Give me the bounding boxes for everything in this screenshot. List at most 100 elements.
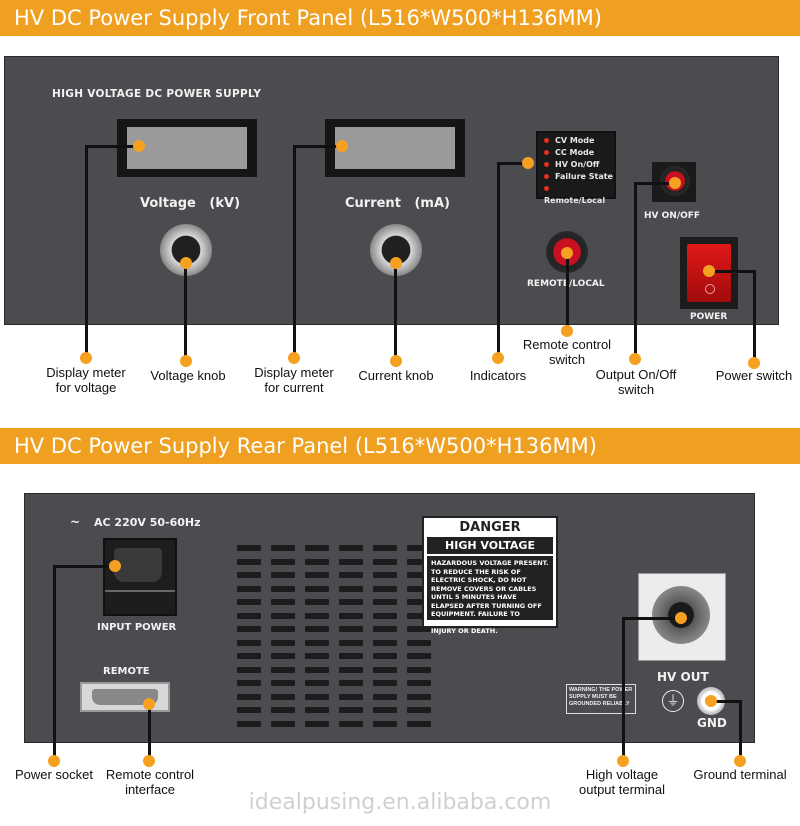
vent-slot — [237, 680, 261, 686]
vent-slot — [305, 666, 329, 673]
vent-slot — [373, 545, 397, 551]
vent-slot — [305, 612, 329, 619]
danger-label: DANGER HIGH VOLTAGE HAZARDOUS VOLTAGE PR… — [422, 516, 558, 635]
vent-slot — [237, 653, 261, 659]
vent-slot — [339, 558, 363, 565]
vent-slot — [271, 599, 295, 605]
callout-current-knob: Current knob — [358, 368, 434, 383]
vent-slot — [407, 707, 431, 713]
vent-slot — [305, 599, 329, 605]
vent-slot — [407, 558, 431, 565]
vent-slot — [373, 572, 397, 578]
vent-slot — [339, 707, 363, 713]
vent-slot — [237, 572, 261, 578]
vent-slot — [271, 626, 295, 632]
vent-slot — [237, 720, 261, 727]
vent-slot — [271, 693, 295, 700]
vent-slot — [407, 639, 431, 646]
vent-slot — [373, 599, 397, 605]
vent-slot — [407, 626, 431, 632]
power-socket[interactable] — [103, 538, 177, 616]
vent-slot — [237, 585, 261, 592]
vent-slot — [407, 599, 431, 605]
vent-slot — [339, 572, 363, 578]
vent-slot — [271, 653, 295, 659]
vent-slot — [237, 693, 261, 700]
vent-slot — [407, 572, 431, 578]
current-label: Current (mA) — [345, 196, 450, 211]
vent-slot — [271, 720, 295, 727]
vent-slot — [237, 558, 261, 565]
danger-title: DANGER — [427, 520, 553, 535]
vent-slot — [237, 639, 261, 646]
indicator-panel: CV Mode CC Mode HV On/Off Failure State … — [536, 131, 616, 205]
vent-slot — [271, 558, 295, 565]
vent-slot — [407, 612, 431, 619]
rear-banner-title: HV DC Power Supply Rear Panel (L516*W500… — [0, 428, 800, 464]
voltage-label: Voltage (kV) — [140, 196, 241, 211]
power-label: POWER — [690, 312, 728, 322]
vent-slot — [373, 666, 397, 673]
vent-slot — [339, 585, 363, 592]
vent-slot — [271, 585, 295, 592]
callout-indicators: Indicators — [469, 368, 527, 383]
vent-slot — [305, 626, 329, 632]
vent-slot — [373, 680, 397, 686]
vent-slot — [407, 680, 431, 686]
vent-slot — [339, 545, 363, 551]
vent-slot — [305, 653, 329, 659]
vent-slot — [407, 653, 431, 659]
vent-slot — [305, 545, 329, 551]
vent-slot — [407, 585, 431, 592]
vent-slot — [271, 680, 295, 686]
vent-slot — [339, 612, 363, 619]
vent-slot — [237, 599, 261, 605]
callout-voltage-knob: Voltage knob — [150, 368, 226, 383]
front-panel-title: HIGH VOLTAGE DC POWER SUPPLY — [52, 88, 262, 100]
remote-interface[interactable] — [80, 682, 170, 712]
vent-slot — [373, 653, 397, 659]
gnd-label: GND — [697, 716, 727, 730]
vent-slot — [339, 666, 363, 673]
vent-slot — [305, 720, 329, 727]
danger-subtitle: HIGH VOLTAGE — [427, 537, 553, 554]
indicator-cc-mode: CC Mode — [544, 147, 594, 159]
input-power-label: INPUT POWER — [97, 622, 177, 633]
vent-slot — [271, 639, 295, 646]
vent-slot — [407, 693, 431, 700]
vent-slot — [237, 545, 261, 551]
vent-slot — [339, 599, 363, 605]
danger-text: HAZARDOUS VOLTAGE PRESENT. TO REDUCE THE… — [427, 556, 553, 635]
vent-slot — [237, 626, 261, 632]
vent-slot — [339, 639, 363, 646]
vent-slot — [237, 612, 261, 619]
vent-slot — [373, 693, 397, 700]
vent-slot — [373, 707, 397, 713]
indicator-hv-onoff: HV On/Off — [544, 159, 599, 171]
vent-slot — [407, 720, 431, 727]
remote-local-label: REMOTE/LOCAL — [527, 279, 605, 289]
vent-slot — [237, 707, 261, 713]
vent-slot — [373, 558, 397, 565]
vent-slot — [339, 693, 363, 700]
vent-slot — [271, 666, 295, 673]
vent-slot — [339, 626, 363, 632]
vent-slot — [305, 585, 329, 592]
vent-slot — [305, 693, 329, 700]
vent-slot — [339, 653, 363, 659]
vent-slot — [305, 707, 329, 713]
vent-slot — [407, 545, 431, 551]
vent-slot — [305, 558, 329, 565]
current-display-meter — [325, 119, 465, 177]
vent-slot — [271, 612, 295, 619]
vent-slot — [373, 639, 397, 646]
vent-slot — [407, 666, 431, 673]
indicator-cv-mode: CV Mode — [544, 135, 594, 147]
vent-slot — [339, 680, 363, 686]
